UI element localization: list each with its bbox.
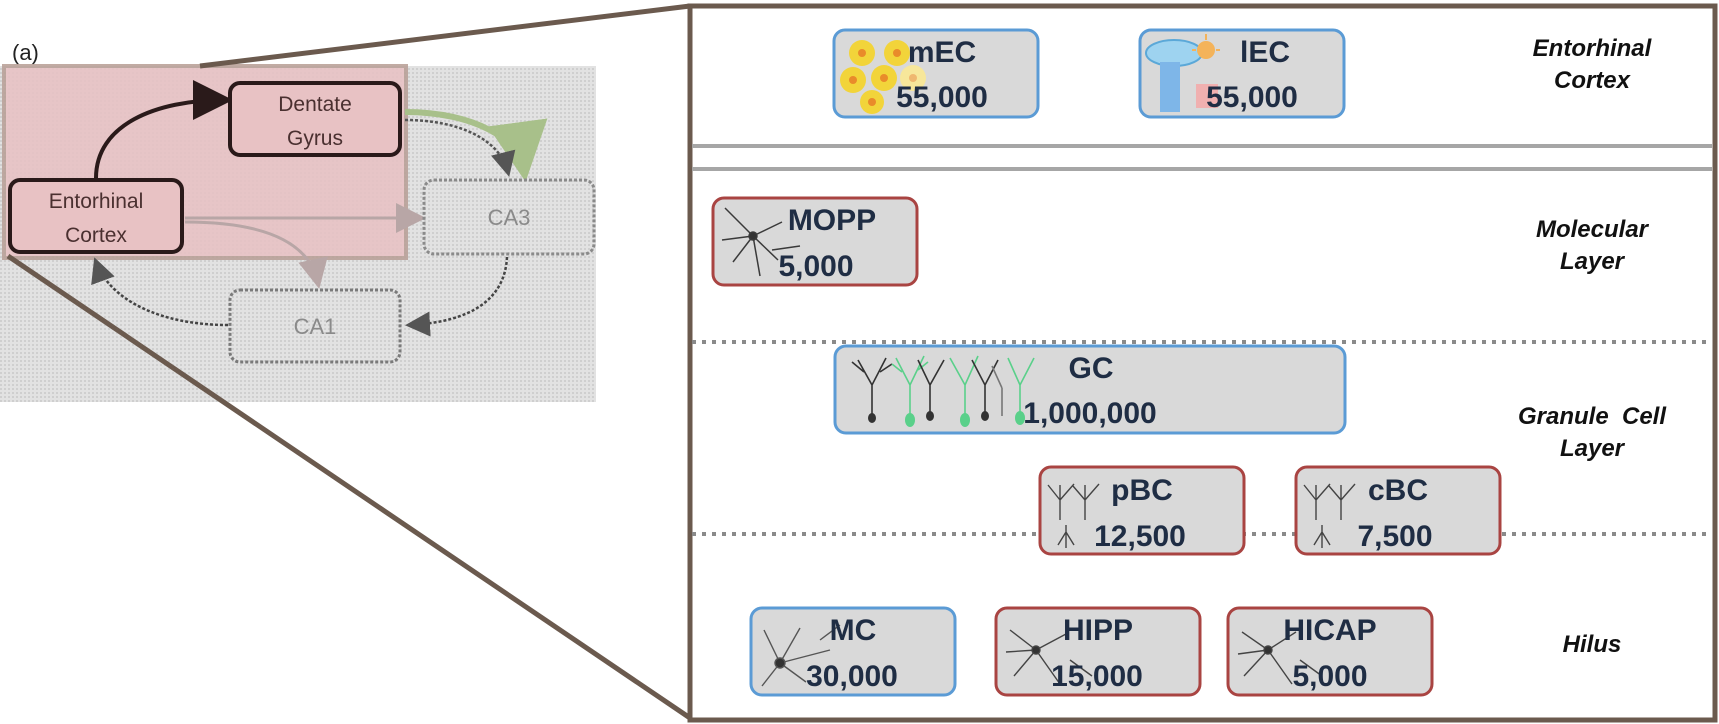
cell-box-pbc: pBC 12,500: [1038, 465, 1246, 556]
layer-label-molecular: Molecular Layer: [1536, 216, 1650, 275]
layer-label-entorhinal: Entorhinal Cortex: [1533, 35, 1653, 94]
mec-count: 55,000: [896, 81, 988, 114]
pbc-name: pBC: [1111, 474, 1173, 507]
ec-to-ca1-arrow: [184, 220, 328, 289]
cell-box-hipp: HIPP 15,000: [994, 606, 1202, 697]
loop-node-entorhinal-cortex: Entorhinal Cortex: [8, 178, 184, 254]
mc-name: MC: [830, 614, 877, 647]
hipp-name: HIPP: [1063, 614, 1133, 647]
svg-text:Entorhinal: Entorhinal: [1533, 35, 1653, 62]
granule-cells-icon: [851, 355, 1035, 427]
chandelier-cell-icon: [1303, 483, 1356, 548]
mc-count: 30,000: [806, 660, 898, 693]
cbc-name: cBC: [1368, 474, 1428, 507]
svg-text:Hilus: Hilus: [1563, 631, 1622, 658]
cell-box-lec: lEC 55,000: [1138, 28, 1346, 119]
cell-box-mec: mEC 55,000: [832, 28, 1040, 119]
lec-name: lEC: [1240, 36, 1290, 69]
cell-box-gc: GC 1,000,000: [833, 344, 1347, 435]
entorhinal-label-line1: Entorhinal: [49, 190, 144, 213]
basket-cell-icon: [1047, 483, 1100, 548]
svg-text:Layer: Layer: [1560, 248, 1626, 275]
lec-count: 55,000: [1206, 81, 1298, 114]
mopp-count: 5,000: [778, 250, 853, 283]
hicap-cell-icon: [1237, 631, 1323, 685]
dentate-label-line1: Dentate: [278, 93, 352, 116]
svg-text:Molecular: Molecular: [1536, 216, 1650, 243]
mossy-cell-icon: [761, 624, 841, 687]
loop-panel: Dentate Gyrus Entorhinal Cortex CA3 CA1: [0, 64, 596, 402]
loop-node-ca1: CA1: [228, 288, 402, 364]
dg-to-ca3-arrow: [404, 118, 516, 177]
svg-text:Cortex: Cortex: [1554, 67, 1632, 94]
gc-name: GC: [1069, 352, 1114, 385]
ca1-to-ec-arrow: [91, 257, 229, 327]
zoom-line-bottom: [6, 253, 692, 721]
mopp-name: MOPP: [788, 204, 876, 237]
cloud-sun-cells-icon: [1145, 34, 1220, 112]
layer-label-hilus: Hilus: [1563, 631, 1622, 658]
entorhinal-label-line2: Cortex: [65, 224, 127, 247]
mec-name: mEC: [908, 36, 976, 69]
ec-to-dg-arrow: [94, 80, 233, 179]
dg-to-ca3-highlight-arrow: [404, 109, 548, 182]
loop-node-ca3: CA3: [422, 178, 596, 256]
pbc-count: 12,500: [1094, 520, 1186, 553]
neuron-icon: [721, 207, 801, 277]
cell-box-cbc: cBC 7,500: [1294, 465, 1502, 556]
zoom-line-top: [199, 3, 691, 69]
ca1-label: CA1: [294, 314, 337, 339]
ca3-to-ca1-arrow: [405, 256, 509, 337]
svg-text:Layer: Layer: [1560, 435, 1626, 462]
panel-label: (a): [12, 40, 39, 65]
gc-count: 1,000,000: [1023, 397, 1156, 430]
stellate-cells-icon: [840, 40, 926, 114]
dentate-label-line2: Gyrus: [287, 127, 343, 150]
cell-box-hicap: HICAP 5,000: [1226, 606, 1434, 697]
hicap-count: 5,000: [1292, 660, 1367, 693]
cell-box-mopp: MOPP 5,000: [711, 196, 919, 287]
cell-box-mc: MC 30,000: [749, 606, 957, 697]
hipp-cell-icon: [1005, 629, 1093, 685]
loop-node-dentate-gyrus: Dentate Gyrus: [228, 81, 402, 157]
hipp-count: 15,000: [1051, 660, 1143, 693]
svg-text:Granule Cell: Granule Cell: [1518, 403, 1667, 430]
cbc-count: 7,500: [1357, 520, 1432, 553]
hicap-name: HICAP: [1283, 614, 1376, 647]
layer-label-granule: Granule Cell Layer: [1518, 403, 1667, 462]
ca3-label: CA3: [488, 205, 531, 230]
